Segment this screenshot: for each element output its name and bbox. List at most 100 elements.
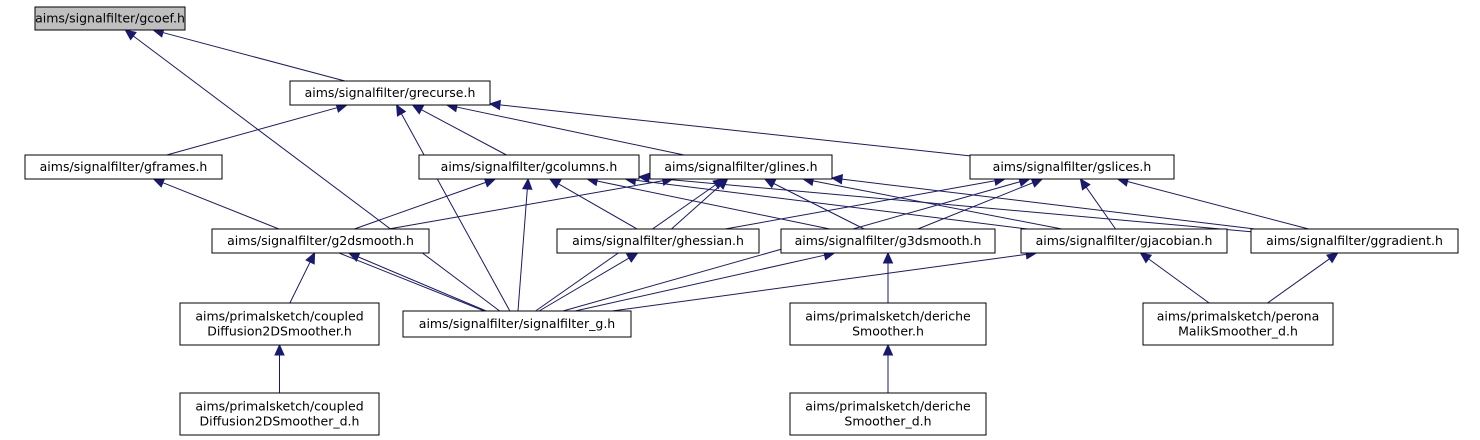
node-box: [34, 6, 186, 31]
node-label: aims/signalfilter/g2dsmooth.h: [227, 233, 414, 248]
node-label: Diffusion2DSmoother_d.h: [200, 414, 360, 429]
node-box: [1142, 302, 1334, 346]
edge-g2dsmooth-to-gcolumns: [354, 177, 497, 230]
edge-line: [133, 35, 500, 312]
edge-line: [538, 257, 630, 312]
node-perona[interactable]: aims/primalsketch/peronaMalikSmoother_d.…: [1142, 302, 1334, 346]
node-label: aims/primalsketch/deriche: [805, 399, 971, 414]
edge-line: [357, 256, 487, 312]
node-label: Smoother.h: [852, 324, 924, 339]
edge-line: [289, 261, 311, 304]
edge-line: [421, 109, 507, 156]
node-label: aims/signalfilter/gjacobian.h: [1036, 233, 1213, 248]
edge-signalfilter-g-to-gjacobian: [612, 249, 1038, 312]
node-box: [402, 310, 632, 338]
edge-line: [635, 179, 1028, 230]
node-g2dsmooth[interactable]: aims/signalfilter/g2dsmooth.h: [211, 228, 430, 254]
node-grecurse[interactable]: aims/signalfilter/grecurse.h: [289, 80, 491, 106]
node-gcoef[interactable]: aims/signalfilter/gcoef.h: [34, 6, 186, 31]
node-label: Smoother_d.h: [844, 414, 931, 429]
node-coupled-d[interactable]: aims/primalsketch/coupledDiffusion2DSmoo…: [179, 392, 380, 436]
edge-gframes-to-grecurse: [166, 102, 348, 156]
node-label: aims/signalfilter/grecurse.h: [305, 85, 476, 100]
arrowhead-icon: [152, 177, 166, 188]
edge-line: [166, 107, 338, 156]
node-gjacobian[interactable]: aims/signalfilter/gjacobian.h: [1020, 228, 1228, 254]
edge-line: [517, 188, 528, 312]
edge-line: [558, 183, 638, 230]
edge-signalfilter-g-to-g2dsmooth: [347, 252, 487, 312]
edge-perona-to-ggradient: [1267, 252, 1339, 304]
node-label: aims/signalfilter/glines.h: [664, 159, 817, 174]
node-label: aims/primalsketch/perona: [1157, 309, 1320, 324]
arrowhead-icon: [124, 29, 137, 41]
arrowhead-icon: [548, 178, 562, 189]
node-label: aims/signalfilter/ghessian.h: [572, 233, 744, 248]
node-box: [556, 228, 760, 254]
node-label: aims/signalfilter/ggradient.h: [1266, 233, 1443, 248]
arrowhead-icon: [830, 173, 844, 185]
node-label: aims/signalfilter/g3dsmooth.h: [795, 233, 982, 248]
arrowhead-icon: [488, 99, 502, 111]
arrowhead-icon: [1139, 252, 1153, 264]
node-label: aims/primalsketch/deriche: [805, 309, 971, 324]
node-glines[interactable]: aims/signalfilter/glines.h: [649, 154, 833, 180]
edge-line: [1148, 258, 1210, 304]
arrowhead-icon: [712, 178, 725, 190]
node-ghessian[interactable]: aims/signalfilter/ghessian.h: [556, 228, 760, 254]
edge-gjacobian-to-gslices: [1079, 178, 1116, 230]
node-box: [179, 392, 380, 436]
edge-gcolumns-to-grecurse: [411, 104, 507, 156]
node-box: [1020, 228, 1228, 254]
node-box: [211, 228, 430, 254]
edge-line: [841, 178, 1256, 230]
node-signalfilter-g[interactable]: aims/signalfilter/signalfilter_g.h: [402, 310, 632, 338]
node-coupled[interactable]: aims/primalsketch/coupledDiffusion2DSmoo…: [179, 302, 380, 346]
edge-line: [917, 182, 1034, 230]
edge-ggradient-to-gslices: [1116, 176, 1309, 230]
edge-signalfilter-g-to-gcolumns: [517, 177, 533, 312]
edge-line: [499, 104, 971, 157]
node-label: aims/primalsketch/coupled: [195, 399, 363, 414]
arrowhead-icon: [1079, 178, 1091, 191]
arrowhead-icon: [347, 252, 361, 262]
node-label: aims/signalfilter/gcoef.h: [35, 11, 185, 26]
arrowhead-icon: [1030, 178, 1044, 188]
edge-line: [354, 181, 486, 230]
edge-line: [400, 113, 511, 312]
edge-g2dsmooth-to-glines: [388, 175, 675, 230]
node-label: Diffusion2DSmoother.h: [207, 324, 352, 339]
node-ggradient[interactable]: aims/signalfilter/ggradient.h: [1250, 228, 1459, 254]
nodes-layer: aims/signalfilter/gcoef.h aims/signalfilt…: [24, 6, 1459, 436]
edge-deriche-d-to-deriche: [882, 343, 894, 393]
edge-coupled-d-to-coupled: [274, 343, 285, 393]
edge-perona-to-gjacobian: [1139, 252, 1210, 304]
arrowhead-icon: [396, 103, 407, 117]
arrowhead-icon: [305, 251, 316, 265]
edge-line: [612, 253, 1027, 312]
edge-ggradient-to-gcolumns: [637, 172, 1252, 233]
node-box: [24, 154, 223, 180]
node-label: aims/signalfilter/gslices.h: [993, 159, 1152, 174]
edge-line: [574, 254, 825, 312]
node-box: [1250, 228, 1459, 254]
node-gframes[interactable]: aims/signalfilter/gframes.h: [24, 154, 223, 180]
edge-signalfilter-g-to-gcoef: [124, 29, 500, 312]
node-box: [969, 154, 1175, 180]
node-gcolumns[interactable]: aims/signalfilter/gcolumns.h: [418, 154, 640, 180]
edge-ggradient-to-glines: [830, 173, 1256, 230]
edge-ghessian-to-gcolumns: [548, 178, 638, 230]
arrowhead-icon: [522, 177, 533, 190]
edge-coupled-to-g2dsmooth: [289, 251, 316, 304]
node-label: aims/signalfilter/signalfilter_g.h: [419, 316, 615, 331]
arrowhead-icon: [625, 252, 639, 263]
node-gslices[interactable]: aims/signalfilter/gslices.h: [969, 154, 1175, 180]
node-box: [418, 154, 640, 180]
node-label: aims/signalfilter/gframes.h: [40, 159, 208, 174]
node-g3dsmooth[interactable]: aims/signalfilter/g3dsmooth.h: [780, 228, 996, 254]
node-box: [780, 228, 996, 254]
edge-line: [162, 32, 346, 82]
